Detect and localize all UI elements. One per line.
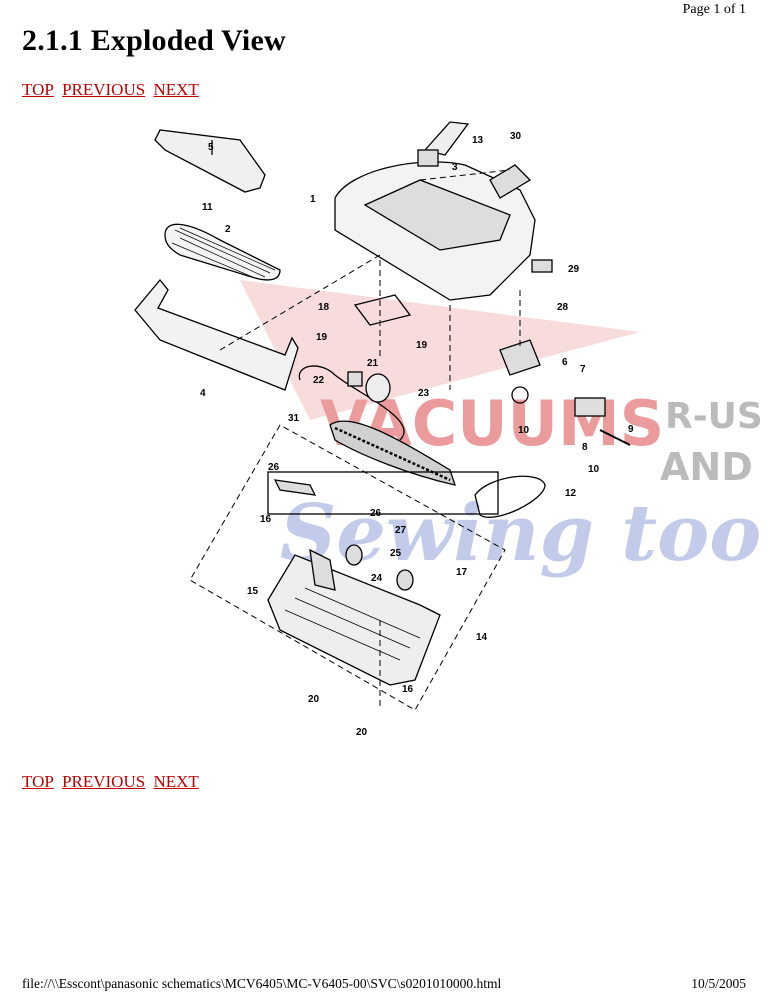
parts-drawing (134, 121, 631, 686)
part-label: 7 (580, 364, 586, 375)
watermark-sewing-too: Sewing too (280, 488, 760, 579)
part-label: 20 (356, 727, 368, 738)
part-label: 10 (518, 425, 530, 436)
part-label: 4 (200, 388, 206, 399)
part-label: 15 (247, 586, 259, 597)
footer-file-path: file://\\Esscont\panasonic schematics\MC… (22, 976, 502, 991)
part-label: 19 (416, 340, 428, 351)
part-label: 3 (452, 162, 458, 173)
part-label: 16 (402, 684, 414, 695)
part-label: 21 (367, 358, 379, 369)
next-link[interactable]: NEXT (153, 80, 199, 99)
part-label: 30 (510, 131, 522, 142)
part-label: 2 (225, 224, 231, 235)
watermark-r-us: R-US (665, 396, 760, 437)
top-link[interactable]: TOP (22, 80, 54, 99)
part-labels: 1 2 3 4 5 6 7 8 9 10 10 11 12 13 14 15 1… (200, 131, 634, 738)
bottom-navigation: TOP PREVIOUS NEXT (22, 772, 203, 792)
part-label: 11 (202, 202, 213, 213)
part-label: 24 (371, 573, 383, 584)
part-label: 26 (370, 508, 382, 519)
part-label: 14 (476, 632, 488, 643)
exploded-view-diagram: VACUUMS R-US AND Sewing too (134, 121, 760, 738)
part-label: 29 (568, 264, 580, 275)
top-link[interactable]: TOP (22, 772, 54, 791)
watermark-and: AND (660, 445, 753, 489)
watermark: VACUUMS R-US AND Sewing too (240, 280, 760, 579)
next-link[interactable]: NEXT (153, 772, 199, 791)
part-label: 12 (565, 488, 577, 499)
assembly-lines (189, 169, 521, 711)
part-label: 17 (456, 567, 468, 578)
part-label: 8 (582, 442, 588, 453)
part-label: 19 (316, 332, 328, 343)
part-label: 9 (628, 424, 634, 435)
previous-link[interactable]: PREVIOUS (62, 80, 146, 99)
part-label: 23 (418, 388, 430, 399)
part-label: 6 (562, 357, 568, 368)
part-label: 25 (390, 548, 402, 559)
part-label: 28 (557, 302, 569, 313)
part-label: 10 (588, 464, 600, 475)
previous-link[interactable]: PREVIOUS (62, 772, 146, 791)
top-navigation: TOP PREVIOUS NEXT (22, 80, 203, 100)
footer-date: 10/5/2005 (691, 976, 746, 991)
part-label: 20 (308, 694, 320, 705)
part-label: 1 (310, 194, 316, 205)
part-label: 26 (268, 462, 280, 473)
part-label: 27 (395, 525, 407, 536)
part-label: 31 (288, 413, 300, 424)
part-label: 22 (313, 375, 325, 386)
part-label: 16 (260, 514, 272, 525)
page-number: Page 1 of 1 (682, 2, 746, 17)
page-title: 2.1.1 Exploded View (22, 24, 286, 57)
part-label: 5 (208, 142, 214, 153)
part-label: 13 (472, 135, 484, 146)
part-label: 18 (318, 302, 330, 313)
